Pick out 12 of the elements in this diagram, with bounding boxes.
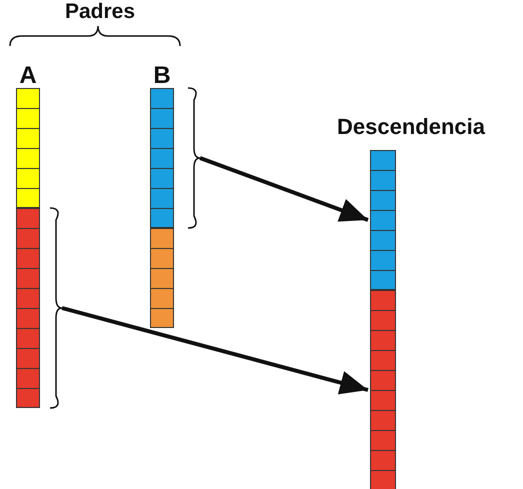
chromosome-label: Descendencia	[336, 114, 486, 140]
heading-label: Padres	[64, 0, 136, 24]
chromosome-label: B	[152, 62, 172, 90]
gene-segment	[150, 228, 174, 328]
gene-segment	[370, 150, 396, 290]
gene-segment	[150, 88, 174, 228]
arrow	[199, 156, 369, 222]
gene-segment	[16, 88, 40, 208]
gene-segment	[16, 208, 40, 408]
arrow	[61, 306, 369, 394]
chromosome-label: A	[18, 62, 38, 90]
gene-segment	[370, 290, 396, 489]
